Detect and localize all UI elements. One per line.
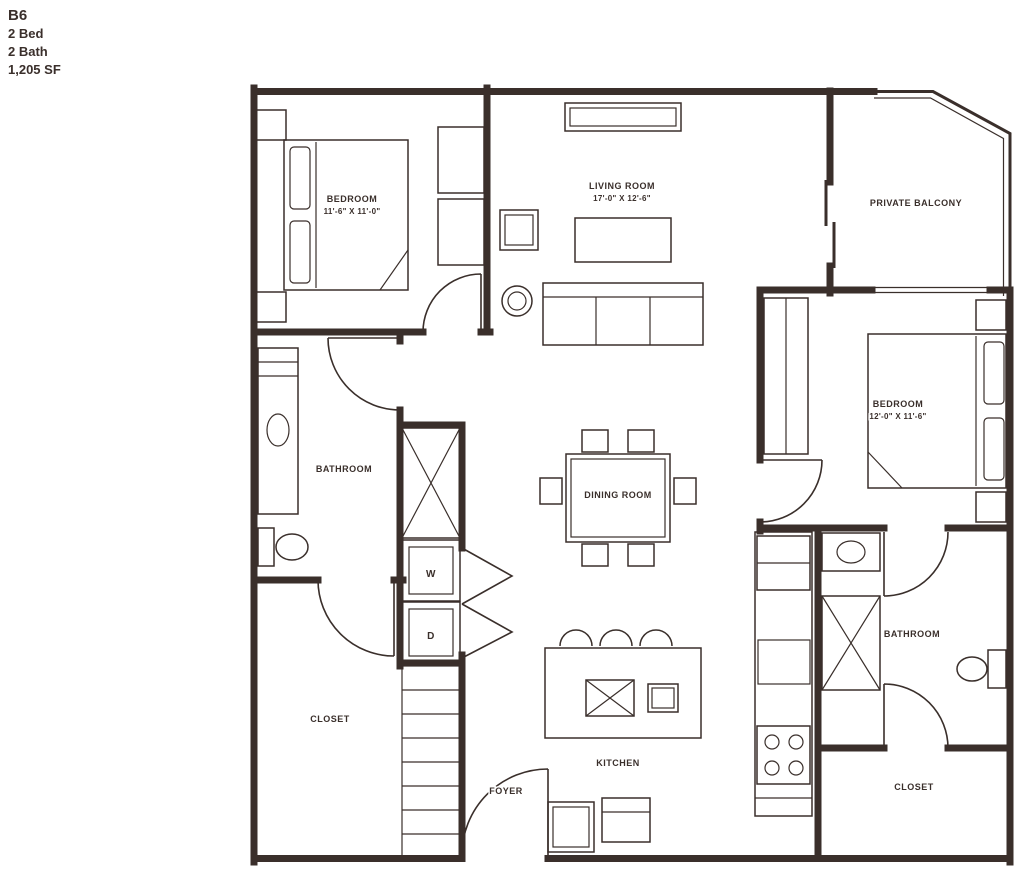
nightstand <box>255 109 287 141</box>
bedroom1-dims: 11'-6" X 11'-0" <box>324 207 381 216</box>
bench <box>601 797 651 843</box>
chair <box>581 543 609 567</box>
living-room: LIVING ROOM 17'-0" X 12'-6" <box>499 102 704 346</box>
bathroom2: BATHROOM <box>821 532 1007 691</box>
refrigerator <box>756 535 811 591</box>
coffee-table <box>574 217 672 263</box>
bed <box>283 139 409 291</box>
chair <box>627 543 655 567</box>
media-console <box>564 102 682 132</box>
unit-name: B6 <box>8 7 28 24</box>
chair <box>673 477 697 505</box>
nightstand <box>975 491 1007 523</box>
foyer-label: FOYER <box>489 786 523 796</box>
pillow <box>289 220 311 284</box>
nightstand <box>255 291 287 323</box>
balcony-slider-door <box>824 180 836 268</box>
accent-chair <box>499 209 539 251</box>
nightstand <box>975 299 1007 331</box>
bathroom1: BATHROOM <box>257 347 373 567</box>
sink <box>266 413 290 447</box>
shelving <box>401 665 461 857</box>
dryer: D <box>401 601 461 664</box>
chair <box>539 477 563 505</box>
closet1-door <box>317 579 395 657</box>
dining-room: DINING ROOM <box>539 429 697 567</box>
vanity <box>257 347 299 515</box>
kitchen-label: KITCHEN <box>596 758 640 768</box>
sofa <box>542 282 704 346</box>
kitchen-island <box>544 629 702 739</box>
closet2: CLOSET <box>893 781 935 794</box>
unit-beds: 2 Bed <box>8 26 44 41</box>
bedroom1-label: BEDROOM <box>327 194 378 204</box>
shower <box>821 595 881 691</box>
dining-table <box>565 453 671 543</box>
toilet <box>956 649 1007 689</box>
entry-door <box>461 768 549 856</box>
exterior-walls <box>250 84 1014 866</box>
pillow <box>983 341 1005 405</box>
pillow <box>983 417 1005 481</box>
closet1: CLOSET <box>309 713 351 726</box>
bathroom2-door <box>883 531 949 597</box>
kitchen: KITCHEN <box>544 531 813 817</box>
interior-walls <box>250 84 1014 862</box>
vanity <box>821 532 881 572</box>
island-sink <box>647 683 679 713</box>
closet2-door <box>883 683 949 749</box>
wardrobe <box>437 126 485 194</box>
dining-label: DINING ROOM <box>584 490 652 500</box>
washer: W <box>401 539 461 602</box>
unit-area: 1,205 SF <box>8 62 61 77</box>
balcony: PRIVATE BALCONY <box>868 197 963 210</box>
balcony-glass-walls <box>874 90 1012 296</box>
balcony-label: PRIVATE BALCONY <box>870 198 962 208</box>
bedroom2: BEDROOM 12'-0" X 11'-6" <box>763 297 1007 523</box>
chair <box>581 429 609 453</box>
toilet <box>257 527 309 567</box>
range <box>756 725 811 785</box>
closet1-label: CLOSET <box>310 714 350 724</box>
storage-cabinet <box>547 801 595 853</box>
foyer: FOYER <box>488 785 651 853</box>
bathroom2-label: BATHROOM <box>884 629 940 639</box>
side-table <box>501 285 533 317</box>
closet2-label: CLOSET <box>894 782 934 792</box>
bedroom2-dims: 12'-0" X 11'-6" <box>869 412 926 421</box>
pillow <box>289 146 311 210</box>
bedroom2-label: BEDROOM <box>873 399 924 409</box>
bed <box>867 333 1007 489</box>
laundry-closet: W D <box>401 427 461 857</box>
bar-stools <box>559 629 673 647</box>
chair <box>627 429 655 453</box>
bathroom1-label: BATHROOM <box>316 464 372 474</box>
wall-oven <box>757 639 811 685</box>
washer-label: W <box>426 569 436 580</box>
bedroom2-door <box>759 459 823 523</box>
living-label: LIVING ROOM <box>589 181 655 191</box>
dishwasher <box>585 679 635 717</box>
wardrobe <box>437 198 485 266</box>
unit-baths: 2 Bath <box>8 44 48 59</box>
bedroom1-door <box>422 273 482 333</box>
unit-info: B6 2 Bed 2 Bath 1,205 SF <box>8 6 61 79</box>
linen-closet <box>401 427 461 539</box>
sink <box>836 540 866 564</box>
bedroom1: BEDROOM 11'-6" X 11'-0" <box>255 109 485 323</box>
door-swings <box>317 273 949 856</box>
bedroom2-window <box>872 286 990 294</box>
dryer-label: D <box>427 631 435 642</box>
living-dims: 17'-0" X 12'-6" <box>593 194 651 203</box>
laundry-bifold-doors <box>461 547 514 659</box>
kitchen-counter <box>754 531 813 817</box>
bathroom1-door <box>327 337 401 411</box>
